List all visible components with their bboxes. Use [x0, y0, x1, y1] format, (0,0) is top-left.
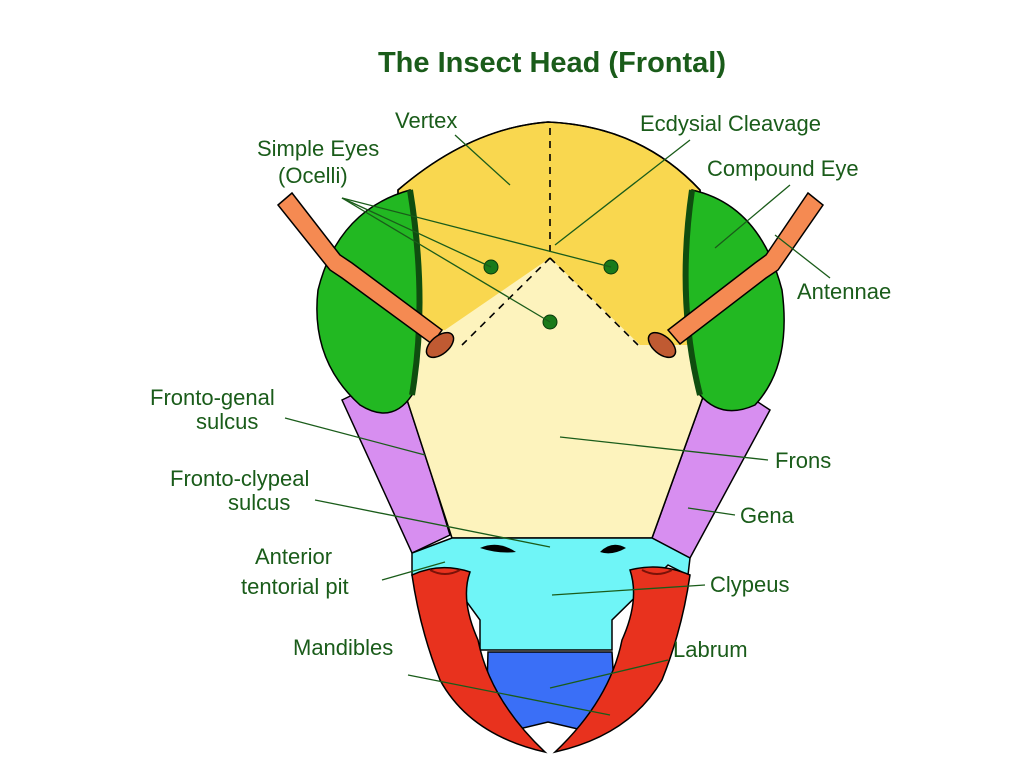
label-mandibles: Mandibles: [293, 635, 393, 660]
leader-antennae: [774, 234, 831, 279]
mandible-right-tip: [641, 569, 673, 575]
antenna-left: [276, 191, 455, 359]
tentorial-pit-right: [600, 544, 626, 554]
mandible-right: [552, 566, 691, 754]
leader-tentorial-pit: [381, 561, 446, 581]
label-gena: Gena: [740, 503, 795, 528]
leader-ecdysial-cleavage: [554, 139, 691, 246]
label-compound-eye: Compound Eye: [707, 156, 859, 181]
label-anterior: Anterior: [255, 544, 332, 569]
leader-gena: [687, 507, 736, 516]
leader-ocellus-right: [341, 197, 612, 268]
leader-fronto-genal: [284, 417, 426, 456]
label-fronto-genal: Fronto-genal: [150, 385, 275, 410]
label-fronto-clypeal: Fronto-clypeal: [170, 466, 309, 491]
leader-mandibles: [407, 674, 611, 716]
leader-clypeus: [551, 584, 706, 596]
leader-frons: [559, 436, 769, 461]
tentorial-pit-left: [480, 544, 516, 553]
label-simple-eyes: Simple Eyes: [257, 136, 379, 161]
ecdysial-cleavage-line: [461, 128, 639, 346]
label-ecdysial-cleavage: Ecdysial Cleavage: [640, 111, 821, 136]
diagram-title: The Insect Head (Frontal): [378, 47, 726, 79]
compound-eye-right-rim: [682, 189, 703, 396]
label-antennae: Antennae: [797, 279, 891, 304]
label-labrum: Labrum: [673, 637, 748, 662]
leader-ocellus-median: [341, 197, 551, 323]
leader-ocellus-left: [341, 197, 492, 268]
leader-labrum: [549, 659, 669, 689]
label-clypeus: Clypeus: [710, 572, 789, 597]
leader-fronto-clypeal: [314, 499, 551, 548]
frons-region: [398, 258, 712, 538]
leader-lines: [284, 134, 831, 716]
mandible-left: [411, 566, 548, 754]
label-tentorial-pit: tentorial pit: [241, 574, 349, 599]
label-frons: Frons: [775, 448, 831, 473]
label-fronto-genal-sulcus: sulcus: [196, 409, 258, 434]
leader-vertex: [454, 134, 511, 186]
head-capsule-outline: [397, 121, 713, 539]
label-vertex: Vertex: [395, 108, 457, 133]
leader-compound-eye: [714, 184, 791, 249]
mandible-left-tip: [429, 569, 461, 575]
label-ocelli: (Ocelli): [278, 163, 348, 188]
antenna-right: [647, 191, 825, 359]
label-fronto-clypeal-sulcus: sulcus: [228, 490, 290, 515]
